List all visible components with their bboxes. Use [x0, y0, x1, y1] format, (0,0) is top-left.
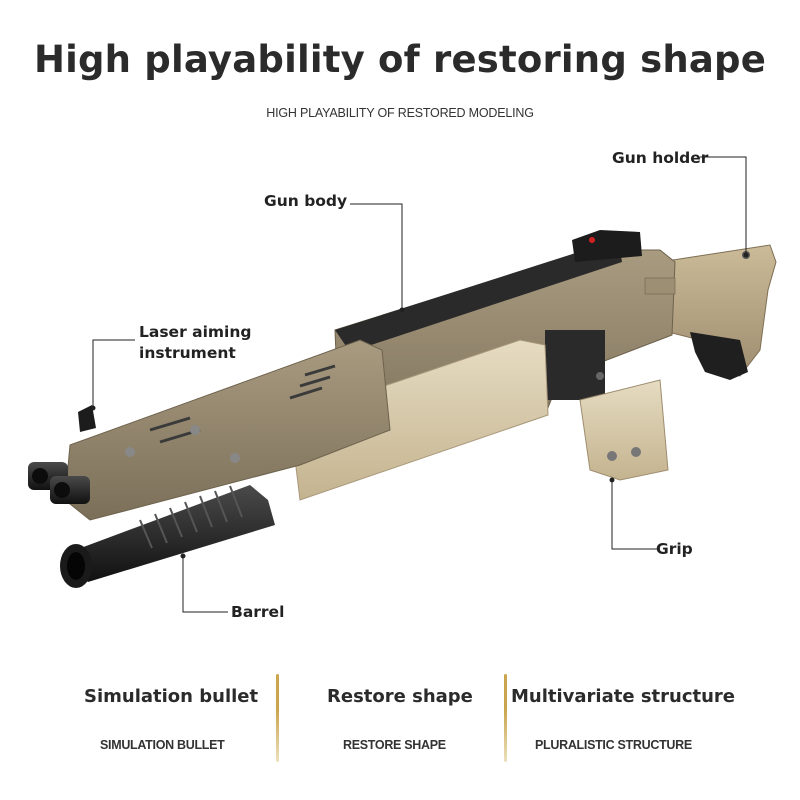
feature-title-restore: Restore shape	[327, 686, 473, 707]
callout-laser-aiming: Laser aiming instrument	[139, 322, 251, 364]
gun-muzzle	[28, 462, 90, 504]
gun-barrel-shroud	[64, 339, 391, 521]
callout-grip: Grip	[656, 540, 693, 558]
feature-subtitle-simulation: SIMULATION BULLET	[100, 738, 225, 752]
feature-subtitle-restore: RESTORE SHAPE	[343, 738, 446, 752]
gun-stock	[659, 244, 777, 380]
gun-barrel	[60, 485, 275, 588]
feature-divider-2	[504, 674, 507, 762]
gun-grip	[579, 379, 669, 481]
feature-divider-1	[276, 674, 279, 762]
callout-lines	[92, 156, 747, 613]
callout-gun-body: Gun body	[264, 192, 348, 210]
feature-title-simulation: Simulation bullet	[84, 686, 259, 707]
feature-subtitle-multivariate: PLURALISTIC STRUCTURE	[535, 738, 692, 752]
callout-gun-holder: Gun holder	[612, 149, 709, 167]
callout-laser-line1: Laser aiming	[139, 323, 252, 341]
callout-laser-line2: instrument	[139, 344, 236, 362]
page-title: High playability of restoring shape	[33, 38, 767, 81]
page-subtitle: HIGH PLAYABILITY OF RESTORED MODELING	[266, 106, 534, 120]
callout-dots	[90, 252, 749, 559]
feature-title-multivariate: Multivariate structure	[511, 686, 736, 707]
callout-barrel: Barrel	[231, 603, 285, 621]
